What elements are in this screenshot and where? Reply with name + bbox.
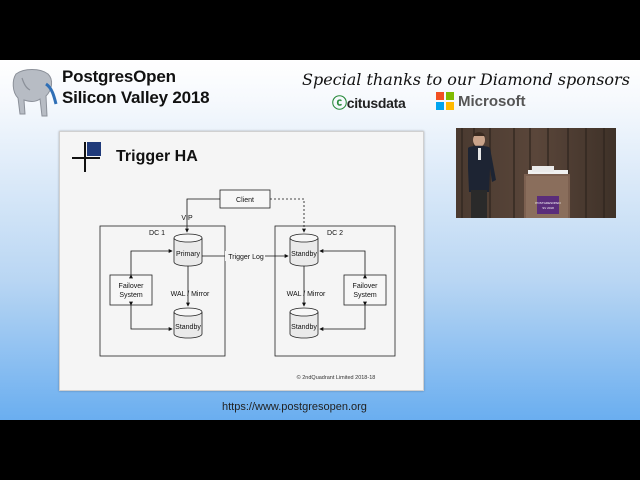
svg-text:Failover: Failover [353, 283, 379, 290]
dc1-label: DC 1 [149, 230, 165, 237]
microsoft-logo: Microsoft [436, 92, 526, 110]
failover-box-dc1 [109, 274, 153, 306]
standby-db-dc2-bottom: Standby [289, 307, 319, 339]
speaker-scene: POSTGRESOPEN SV 2018 [456, 128, 616, 218]
trigger-log-label: Trigger Log [228, 254, 264, 261]
svg-text:System: System [119, 292, 143, 299]
wal-mirror-dc1-label: WAL / Mirror [171, 291, 210, 298]
speaker-figure [468, 132, 496, 218]
slide-title: Trigger HA [116, 148, 198, 165]
svg-text:Primary: Primary [176, 251, 201, 258]
postgres-elephant-icon [12, 69, 58, 117]
dc1-box [99, 225, 226, 357]
slide-copyright: © 2ndQuadrant Limited 2018-18 [297, 374, 376, 381]
svg-text:Standby: Standby [175, 324, 201, 331]
speaker-video-inset: POSTGRESOPEN SV 2018 [456, 128, 616, 218]
podium: POSTGRESOPEN SV 2018 [524, 166, 570, 218]
conference-line1: PostgresOpen [62, 67, 176, 86]
citusdata-logo: ⓒcitusdata [332, 92, 406, 113]
svg-text:Failover: Failover [119, 283, 145, 290]
failover-standby-link-dc2-top [319, 249, 367, 279]
failover-box-dc2 [343, 274, 387, 306]
podium-line2: SV 2018 [542, 206, 554, 210]
dc2-label: DC 2 [327, 230, 343, 237]
dc2-box [274, 225, 396, 357]
primary-db: Primary [173, 233, 203, 267]
conference-title: PostgresOpen Silicon Valley 2018 [62, 66, 210, 108]
video-frame: PostgresOpen Silicon Valley 2018 Special… [0, 60, 640, 420]
ha-diagram: Client VIP DC 1 DC 2 Primary Stand [99, 189, 396, 381]
citus-mark-icon: ⓒ [332, 95, 347, 112]
microsoft-windows-icon [436, 92, 454, 110]
client-dc2-connection [270, 198, 306, 233]
sponsor-thanks: Special thanks to our Diamond sponsors [302, 70, 630, 89]
standby-db-dc2-top: Standby [289, 233, 319, 267]
svg-text:Standby: Standby [291, 251, 317, 258]
conference-line2: Silicon Valley 2018 [62, 88, 210, 107]
podium-line1: POSTGRESOPEN [535, 201, 560, 205]
svg-text:System: System [353, 292, 377, 299]
svg-text:Standby: Standby [291, 324, 317, 331]
vip-label: VIP [181, 215, 193, 222]
presentation-slide: Trigger HA Client VIP DC 1 DC 2 [59, 131, 424, 391]
2ndquadrant-logo-icon [72, 142, 101, 172]
wal-mirror-dc2-label: WAL / Mirror [287, 291, 326, 298]
footer-url: https://www.postgresopen.org [222, 401, 367, 413]
microsoft-label: Microsoft [458, 92, 526, 110]
client-label: Client [236, 197, 254, 204]
failover-standby-link-dc1 [129, 301, 173, 331]
vip-connection [185, 198, 220, 233]
standby-db-dc1: Standby [173, 307, 203, 339]
failover-primary-link-dc1 [129, 249, 173, 279]
failover-standby-link-dc2-bottom [319, 301, 367, 331]
citusdata-label: citusdata [346, 95, 406, 111]
